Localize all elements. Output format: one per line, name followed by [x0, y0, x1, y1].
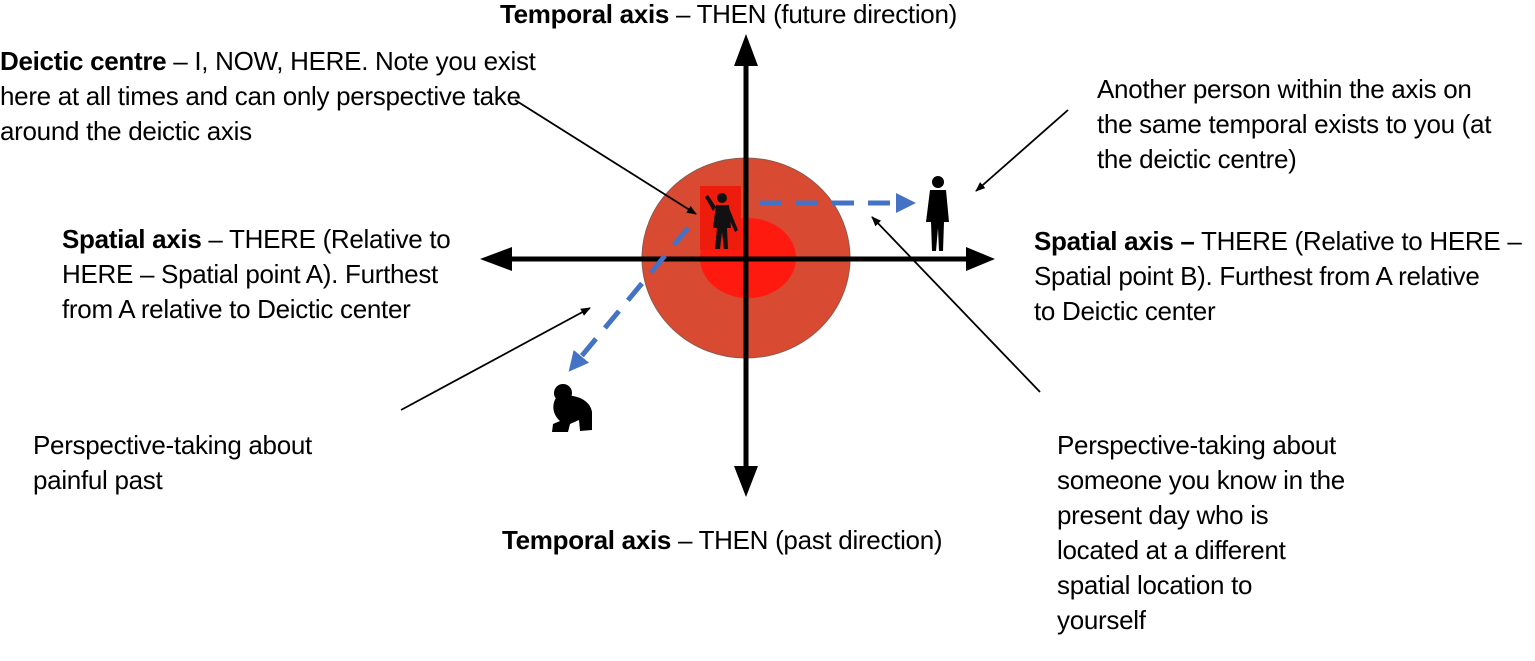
someone-you-know-line-2: someone you know in the: [1057, 465, 1345, 495]
someone-you-know-line-3: present day who is: [1057, 500, 1269, 530]
another-person-label: Another person within the axis on the sa…: [1097, 72, 1491, 177]
painful-past-line-2: painful past: [33, 465, 163, 495]
axes: [480, 34, 995, 497]
pointer-someone-you-know: [871, 216, 1041, 393]
spatial-axis-right-line-2: Spatial point B). Furthest from A relati…: [1034, 261, 1480, 291]
temporal-axis-past-label: Temporal axis – THEN (past direction): [502, 523, 943, 558]
deictic-centre-label: Deictic centre – I, NOW, HERE. Note you …: [0, 44, 536, 149]
spatial-axis-right-label: Spatial axis – THERE (Relative to HERE –…: [1034, 224, 1522, 329]
someone-you-know-line-5: spatial location to: [1057, 570, 1253, 600]
someone-you-know-label: Perspective-taking about someone you kno…: [1057, 428, 1345, 638]
spatial-axis-right-line-1: Spatial axis – THERE (Relative to HERE –: [1034, 224, 1522, 259]
another-person-line-3: the deictic centre): [1097, 144, 1297, 174]
self-figure: [700, 186, 741, 250]
spatial-axis-left-line-1: Spatial axis – THERE (Relative to: [62, 222, 451, 257]
spatial-axis-left-label: Spatial axis – THERE (Relative to HERE –…: [62, 222, 451, 327]
spatial-axis-left-line-2: HERE – Spatial point A). Furthest: [62, 259, 438, 289]
spatial-axis-right-bold: Spatial axis –: [1034, 226, 1195, 256]
spatial-axis-left-line-1-text: – THERE (Relative to: [201, 224, 451, 254]
spatial-axis-right-line-1-text: THERE (Relative to HERE –: [1194, 226, 1522, 256]
perspective-arrows: [568, 193, 916, 372]
deictic-centre-line-2: here at all times and can only perspecti…: [0, 81, 521, 111]
temporal-axis-up-arrowhead: [734, 34, 758, 66]
someone-you-know-line-4: located at a different: [1057, 535, 1286, 565]
temporal-axis-future-text: – THEN (future direction): [669, 0, 957, 29]
painful-past-line-1: Perspective-taking about: [33, 430, 312, 460]
temporal-axis-future-bold: Temporal axis: [500, 0, 670, 29]
deictic-centre-line-1-text: – I, NOW, HERE. Note you exist: [166, 46, 536, 76]
another-person-line-2: the same temporal exists to you (at: [1097, 109, 1492, 139]
spatial-axis-left-arrowhead: [480, 247, 512, 271]
spatial-axis-right-arrowhead: [966, 247, 995, 271]
pointer-deictic: [514, 99, 697, 215]
painful-past-label: Perspective-taking about painful past: [33, 428, 312, 498]
pointer-another-person: [975, 109, 1069, 192]
spatial-axis-right-line-3: to Deictic center: [1034, 296, 1216, 326]
another-person-line-1: Another person within the axis on: [1097, 74, 1472, 104]
temporal-axis-past-bold: Temporal axis: [502, 525, 672, 555]
deictic-centre-line-3: around the deictic axis: [0, 116, 252, 146]
standing-person-icon: [926, 176, 949, 251]
someone-you-know-line-1: Perspective-taking about: [1057, 430, 1336, 460]
kneeling-person-icon: [552, 384, 592, 432]
pointer-arrows: [400, 99, 1069, 411]
deictic-centre-bold: Deictic centre: [0, 46, 167, 76]
pointer-painful-past: [400, 307, 591, 411]
deictic-centre-line-1: Deictic centre – I, NOW, HERE. Note you …: [0, 44, 536, 79]
temporal-axis-down-arrowhead: [734, 466, 758, 497]
dashed-arrow-to-past: [568, 226, 690, 372]
temporal-axis-future-label: Temporal axis – THEN (future direction): [500, 0, 957, 32]
standing-person-waving-icon: [705, 193, 738, 249]
someone-you-know-line-6: yourself: [1057, 605, 1146, 635]
spatial-axis-left-line-3: from A relative to Deictic center: [62, 294, 411, 324]
temporal-axis-past-text: – THEN (past direction): [671, 525, 943, 555]
spatial-axis-left-bold: Spatial axis: [62, 224, 202, 254]
